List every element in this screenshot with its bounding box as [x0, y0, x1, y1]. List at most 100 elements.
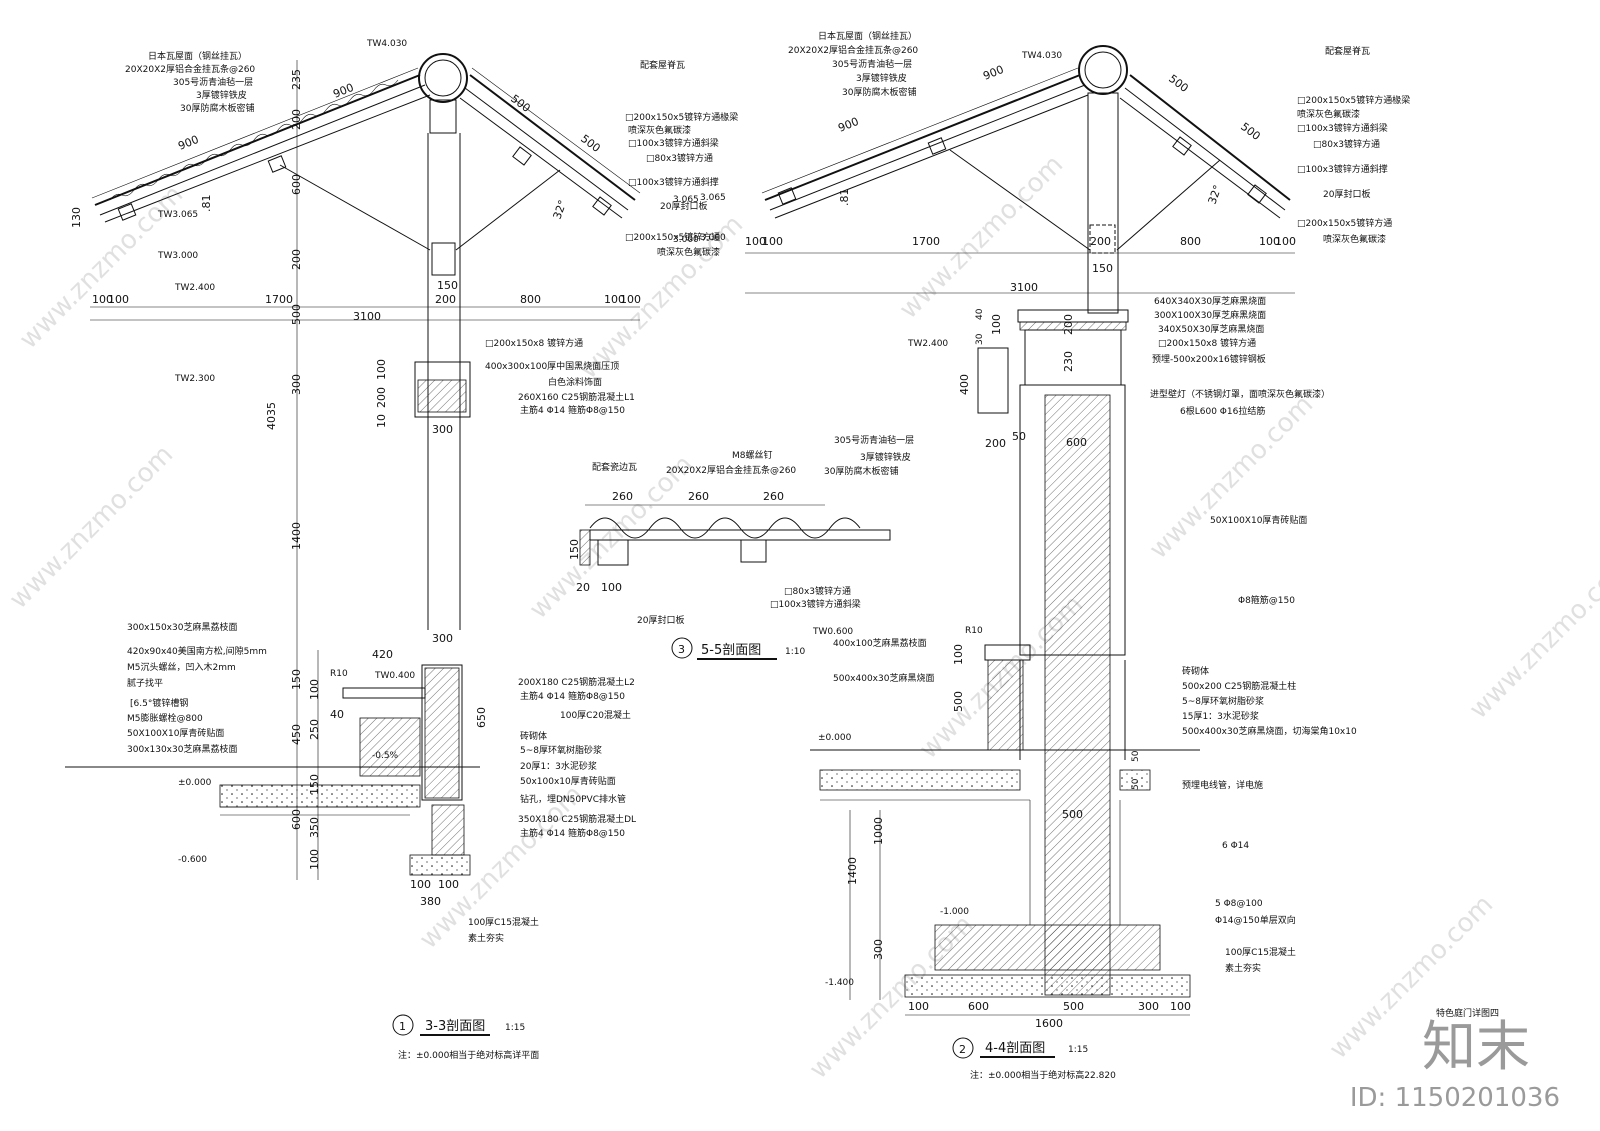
callout: 300x130x30芝麻黑荔枝面 — [127, 743, 237, 755]
sec55-text: M8螺丝钉 305号沥青油毡一层 配套瓷边瓦 20X20X2厚铝合金挂瓦条@26… — [568, 434, 914, 660]
dim-label: 260 — [763, 490, 784, 503]
callout: M5沉头螺丝，凹入木2mm — [127, 661, 236, 673]
dim-label: 800 — [520, 293, 541, 306]
dim-label: 200 — [375, 387, 388, 408]
dim-label: 150 — [568, 539, 581, 560]
callout: 420x90x40美国南方松,间隙5mm — [127, 645, 267, 657]
elevation: TW2.400 — [907, 339, 948, 349]
dim-label: 20 — [576, 581, 590, 594]
roof-label: 305号沥青油毡一层 — [173, 76, 253, 88]
callout: 100厚C20混凝土 — [560, 709, 631, 721]
dim-label: 800 — [1180, 235, 1201, 248]
dim-label: 1700 — [912, 235, 940, 248]
section-3-3 — [65, 53, 641, 880]
callout: 进型壁灯（不锈钢灯罩，面喷深灰色氟碳漆） — [1150, 388, 1330, 400]
callout: 500x400x30芝麻黑烧面，切海棠角10x10 — [1182, 725, 1357, 737]
callout: 500x200 C25钢筋混凝土柱 — [1182, 680, 1296, 692]
dim-label: 420 — [372, 648, 393, 661]
dim-label: 300 — [290, 374, 303, 395]
callout: 腻子找平 — [127, 677, 163, 689]
roof-label: 3厚镀锌铁皮 — [856, 72, 907, 84]
dim-label: 100 — [438, 878, 459, 891]
watermarks: www.znzmo.com www.znzmo.com www.znzmo.co… — [4, 150, 1600, 1085]
callout: 50x100x10厚青砖贴面 — [520, 775, 616, 787]
dim-label: 100 — [604, 293, 625, 306]
dim-label: 230 — [1062, 351, 1075, 372]
callout: 200X180 C25钢筋混凝土L2 — [518, 676, 635, 688]
dim-label: 500 — [508, 92, 533, 115]
dim-label: 100 — [990, 314, 1003, 335]
dim-label: 1600 — [1035, 1017, 1063, 1030]
dim-label: 10 — [375, 414, 388, 428]
dim-label: -0.5% — [372, 751, 399, 761]
callout: 260X160 C25钢筋混凝土L1 — [518, 391, 635, 403]
dim-label: R10 — [330, 669, 348, 679]
dim-label: 30 — [975, 333, 985, 345]
id-watermark: ID: 1150201036 — [1349, 1083, 1560, 1113]
callout: 配套瓷边瓦 — [592, 461, 637, 473]
section-title: 5-5剖面图 — [701, 643, 761, 658]
dim-label: 1400 — [846, 857, 859, 885]
section-4-4 — [745, 45, 1295, 1016]
dim-label: 200 — [1090, 235, 1111, 248]
watermark-text: www.znzmo.com — [4, 440, 179, 615]
dim-label: 100 — [952, 644, 965, 665]
section-number: 2 — [959, 1043, 966, 1056]
dim-label: 500 — [1062, 808, 1083, 821]
dim-label: 1700 — [265, 293, 293, 306]
callout: 100厚C15混凝土 — [468, 916, 539, 928]
section-number-circle — [392, 1014, 414, 1036]
callout: [6.5°镀锌槽钢 — [130, 697, 188, 709]
dim-label: 300 — [1138, 1000, 1159, 1013]
dim-label: 1400 — [290, 522, 303, 550]
dim-label: 200 — [290, 109, 303, 130]
watermark-text: www.znzmo.com — [14, 180, 189, 355]
elevation: 3.000 — [700, 233, 726, 243]
roof-label: 20X20X2厚铝合金挂瓦条@260 — [788, 44, 918, 56]
callout: M5膨胀螺栓@800 — [127, 712, 203, 724]
dim-label: 350 — [308, 817, 321, 838]
section-scale: 1:15 — [1068, 1045, 1088, 1055]
callout: 20厚封口板 — [660, 200, 707, 212]
dim-label: 50 — [1012, 430, 1026, 443]
dim-label: 100 — [410, 878, 431, 891]
brand-watermark: 知末 — [1422, 1015, 1530, 1078]
dim-label: 260 — [688, 490, 709, 503]
callout: 20厚封口板 — [1323, 188, 1370, 200]
dim-label: 600 — [1066, 436, 1087, 449]
elevation: 3.065 — [700, 193, 726, 203]
callout: 20厚封口板 — [637, 614, 684, 626]
roof-label: 30厚防腐木板密铺 — [180, 102, 254, 114]
section-note: 注：±0.000相当于绝对标高22.820 — [970, 1069, 1116, 1081]
dim-label: 500 — [1166, 72, 1191, 95]
elevation: TW3.000 — [157, 251, 198, 261]
callout: 砖砌体 — [1182, 665, 1209, 677]
dim-label: 600 — [290, 809, 303, 830]
dim-label: 1000 — [872, 817, 885, 845]
sec44-text: 日本瓦屋面（钢丝挂瓦） 20X20X2厚铝合金挂瓦条@260 305号沥青油毡一… — [700, 30, 1499, 1081]
elevation: -1.000 — [940, 907, 969, 917]
dim-label: 100 — [1170, 1000, 1191, 1013]
callout: 50X100X10厚青砖贴面 — [127, 727, 224, 739]
callout: 预埋电线管，详电施 — [1182, 779, 1263, 791]
elevation: ±0.000 — [818, 733, 852, 743]
callout: 20X20X2厚铝合金挂瓦条@260 — [666, 464, 796, 476]
callout: □200x150x5镀锌方通 — [625, 231, 720, 243]
roof-label: 日本瓦屋面（钢丝挂瓦） — [148, 50, 247, 62]
callout: □100x3镀锌方通斜梁 — [770, 598, 861, 610]
dim-label: 40 — [330, 708, 344, 721]
dim-label: 100 — [762, 235, 783, 248]
roof-label: 30厚防腐木板密铺 — [842, 86, 916, 98]
callout: 素土夯实 — [1225, 962, 1261, 974]
dim-label: 600 — [968, 1000, 989, 1013]
dim-label: 500 — [578, 132, 603, 155]
callout: 素土夯实 — [468, 932, 504, 944]
dim-label: 100 — [308, 679, 321, 700]
dim-label: 300 — [432, 632, 453, 645]
section-5-5 — [579, 504, 891, 566]
dim-label: 100 — [108, 293, 129, 306]
dim-label: 300 — [432, 423, 453, 436]
dim-label: 100 — [908, 1000, 929, 1013]
elevation: TW2.300 — [174, 374, 215, 384]
callout: 30厚防腐木板密铺 — [824, 465, 898, 477]
